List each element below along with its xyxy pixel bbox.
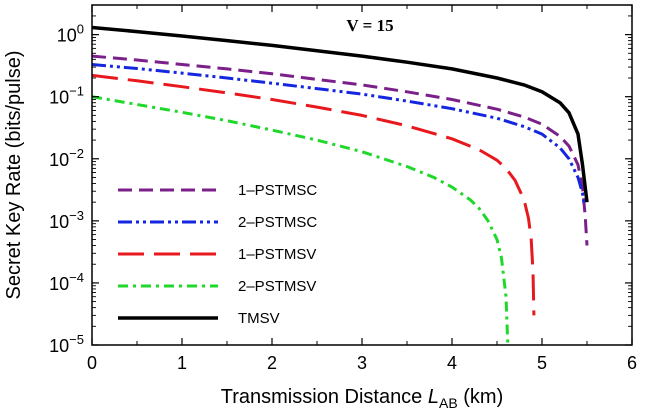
y-tick-label: 10−4 <box>49 270 84 294</box>
x-axis-title-sub: AB <box>439 395 458 411</box>
series-line-2 <box>92 63 586 206</box>
legend: 1–PSTMSC 2–PSTMSC 1–PSTMSV 2–PSTMSV TMSV <box>118 182 317 327</box>
x-tick-label: 6 <box>627 353 637 373</box>
y-axis-title: Secret Key Rate (bits/pulse) <box>3 51 25 300</box>
legend-label-2: 2–PSTMSC <box>238 214 317 231</box>
series-line-3 <box>92 73 536 316</box>
legend-label-4: 2–PSTMSV <box>238 278 316 295</box>
x-axis-title-unit: (km) <box>458 386 504 408</box>
y-tick-label: 10−2 <box>49 146 84 170</box>
ticks-layer: 0 1 2 3 4 5 6 100 10−1 10−2 10−3 10−4 10−5 <box>49 5 637 373</box>
y-tick-label: 10−1 <box>49 84 84 108</box>
y-tick-label: 10−5 <box>49 332 84 356</box>
series-line-4 <box>92 95 510 345</box>
x-axis-title-main: Transmission Distance <box>221 386 428 408</box>
x-axis-title: Transmission Distance LAB (km) <box>221 386 503 411</box>
y-tick-label: 100 <box>57 22 84 46</box>
annotation-label: V = 15 <box>346 16 393 35</box>
series-line-5 <box>92 25 589 203</box>
legend-label-1: 1–PSTMSC <box>238 182 317 199</box>
x-axis-title-var: L <box>428 386 439 408</box>
legend-label-5: TMSV <box>238 310 280 327</box>
y-tick-label: 10−3 <box>49 208 84 232</box>
x-tick-label: 0 <box>87 353 97 373</box>
series-layer <box>92 25 589 345</box>
x-tick-label: 2 <box>267 353 277 373</box>
x-tick-label: 4 <box>447 353 457 373</box>
legend-label-3: 1–PSTMSV <box>238 246 316 263</box>
x-tick-label: 5 <box>537 353 547 373</box>
x-tick-label: 3 <box>357 353 367 373</box>
series-line-1 <box>92 54 589 246</box>
x-tick-label: 1 <box>177 353 187 373</box>
